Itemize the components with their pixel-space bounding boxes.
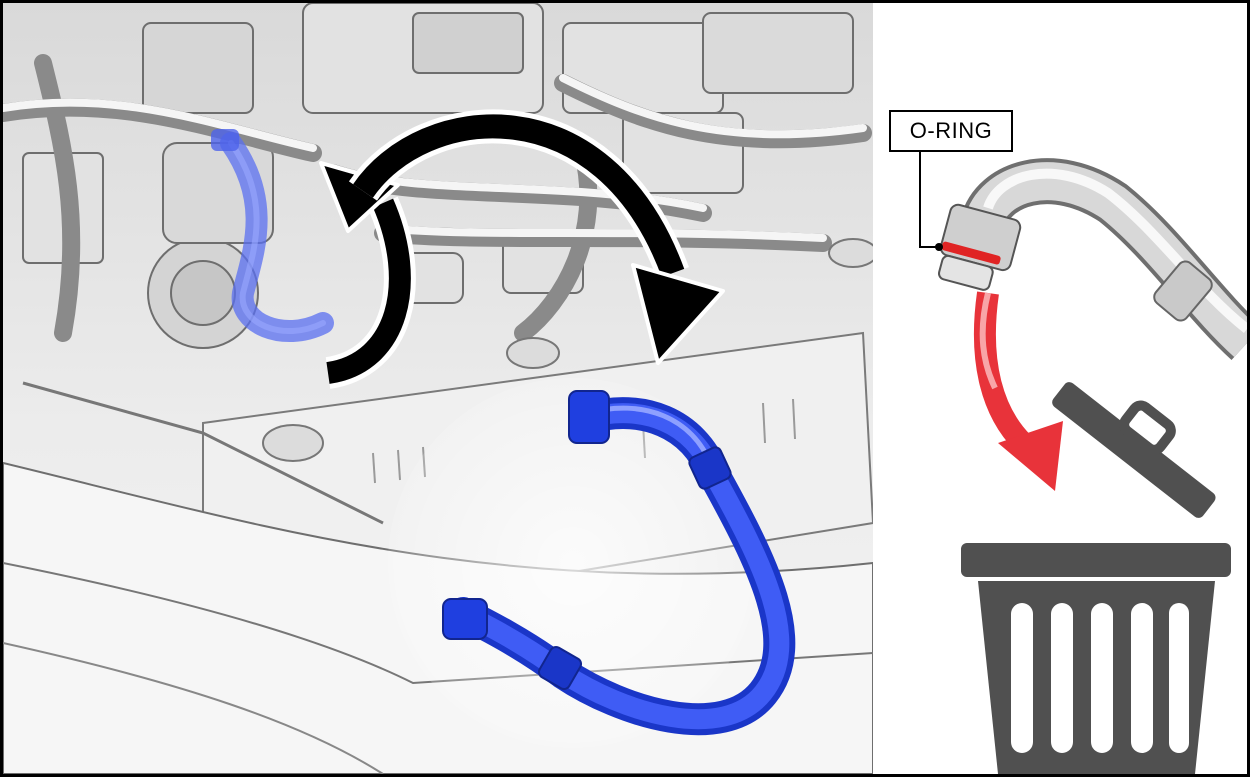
o-ring-callout-label: O-RING [889,110,1013,152]
engine-bay-illustration [3,3,1247,774]
bolt-boss [263,425,323,461]
bolt-boss [507,338,559,368]
callout-dot [935,243,943,251]
hose-fitting [443,599,487,639]
bolt-boss [829,239,877,267]
hose-fitting [569,391,609,443]
